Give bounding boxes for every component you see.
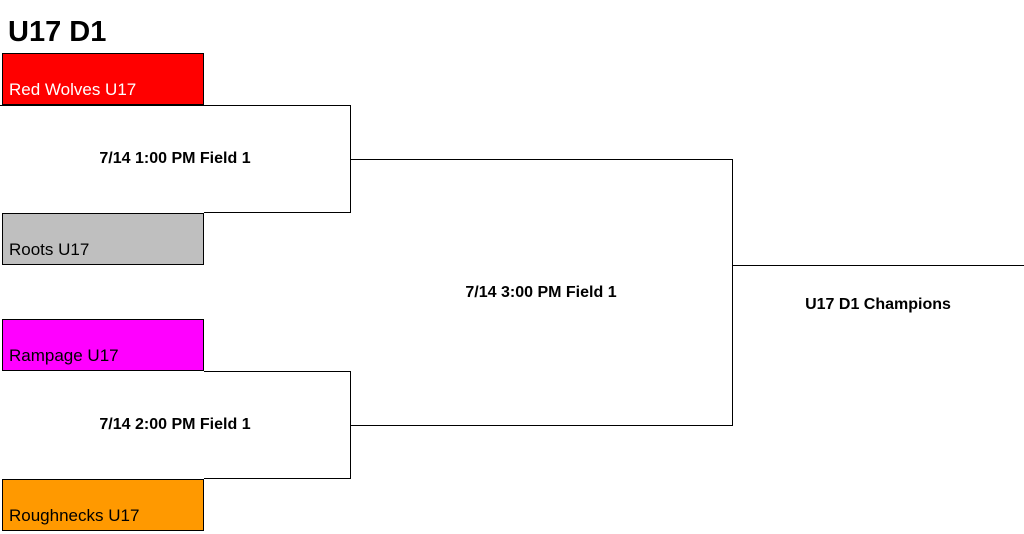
bracket-title: U17 D1 [8, 16, 107, 48]
team-name: Roots U17 [9, 240, 90, 259]
team-name: Rampage U17 [9, 346, 119, 365]
bracket-line [204, 371, 351, 372]
game-1-label: 7/14 1:00 PM Field 1 [99, 150, 251, 167]
bracket-line [350, 105, 351, 212]
team-roughnecks[interactable]: Roughnecks U17 [2, 479, 204, 531]
bracket-line [732, 159, 733, 426]
team-roots[interactable]: Roots U17 [2, 213, 204, 265]
bracket-line [204, 212, 351, 213]
bracket-line [204, 478, 351, 479]
team-red-wolves[interactable]: Red Wolves U17 [2, 53, 204, 105]
bracket-line [0, 105, 351, 106]
champion-label: U17 D1 Champions [805, 296, 951, 313]
team-rampage[interactable]: Rampage U17 [2, 319, 204, 371]
bracket-line [350, 371, 351, 478]
team-name: Roughnecks U17 [9, 506, 140, 525]
bracket-line [350, 425, 733, 426]
bracket-line [732, 265, 1024, 266]
game-2-label: 7/14 2:00 PM Field 1 [99, 416, 251, 433]
team-name: Red Wolves U17 [9, 80, 137, 99]
final-game-label: 7/14 3:00 PM Field 1 [465, 284, 617, 301]
bracket-line [350, 159, 733, 160]
